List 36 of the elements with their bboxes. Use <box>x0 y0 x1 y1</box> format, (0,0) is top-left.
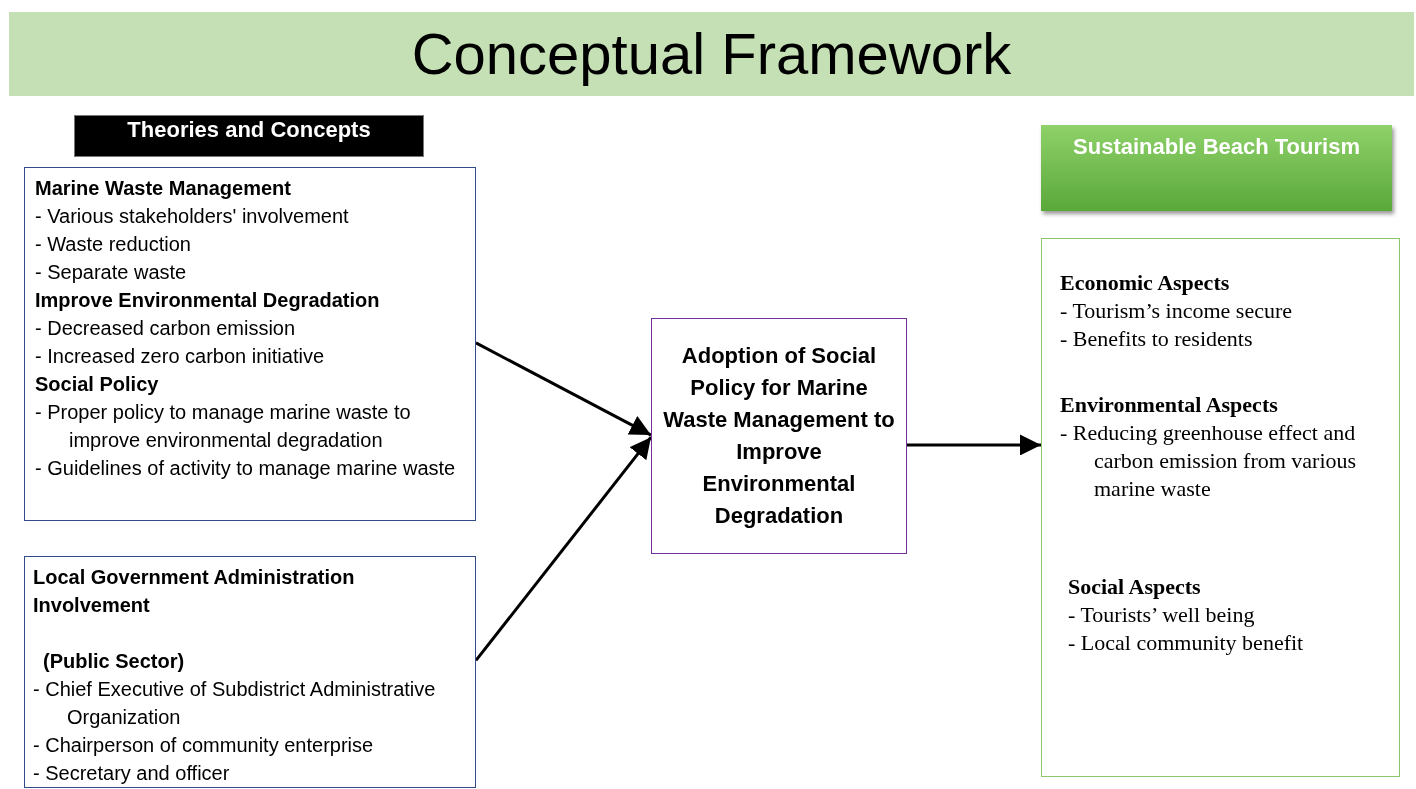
heading: Environmental Aspects <box>1060 391 1279 419</box>
label: Theories and Concepts <box>126 116 372 144</box>
list-item: - Waste reduction <box>35 232 192 257</box>
list-item: - Chief Executive of Subdistrict Administrative Organization <box>33 677 437 730</box>
arrow <box>474 436 653 662</box>
list-item: - Benefits to residents <box>1060 325 1254 353</box>
outcome-box <box>1041 238 1400 777</box>
list-item: - Decreased carbon emission <box>35 316 297 341</box>
heading: Marine Waste Management <box>35 176 292 201</box>
heading: (Public Sector) <box>43 649 186 674</box>
header-label <box>74 115 424 157</box>
list-item: - Tourists’ well being <box>1068 601 1256 629</box>
arrow <box>907 434 1041 456</box>
list-item: - Guidelines of activity to manage marine waste <box>35 456 457 481</box>
list-item: - Separate waste <box>35 260 188 285</box>
concept-box <box>24 167 476 521</box>
list-item: - Various stakeholders' involvement <box>35 204 350 229</box>
list-item: - Reducing greenhouse effect and carbon emission from various marine waste <box>1060 419 1358 503</box>
concept-box <box>24 556 476 788</box>
heading: Local Government Administration Involvement <box>33 565 356 618</box>
list-item: - Tourism’s income secure <box>1060 297 1294 325</box>
heading: Social Policy <box>35 372 160 397</box>
header-banner <box>1041 125 1392 211</box>
label: Sustainable Beach Tourism <box>1072 133 1361 161</box>
heading: Improve Environmental Degradation <box>35 288 381 313</box>
list-item: - Increased zero carbon initiative <box>35 344 326 369</box>
arrow <box>475 341 652 437</box>
list-item: - Chairperson of community enterprise <box>33 733 375 758</box>
list-item: - Local community benefit <box>1068 629 1305 657</box>
heading: Social Aspects <box>1068 573 1202 601</box>
process-box <box>651 318 907 554</box>
list-item: - Secretary and officer <box>33 761 231 786</box>
title-banner: Conceptual Framework <box>9 12 1414 96</box>
heading: Economic Aspects <box>1060 269 1231 297</box>
label: Adoption of Social Policy for Marine Waste Management to Improve Environmental Degradation <box>662 342 896 530</box>
list-item: - Proper policy to manage marine waste to improve environmental degradation <box>35 400 412 453</box>
